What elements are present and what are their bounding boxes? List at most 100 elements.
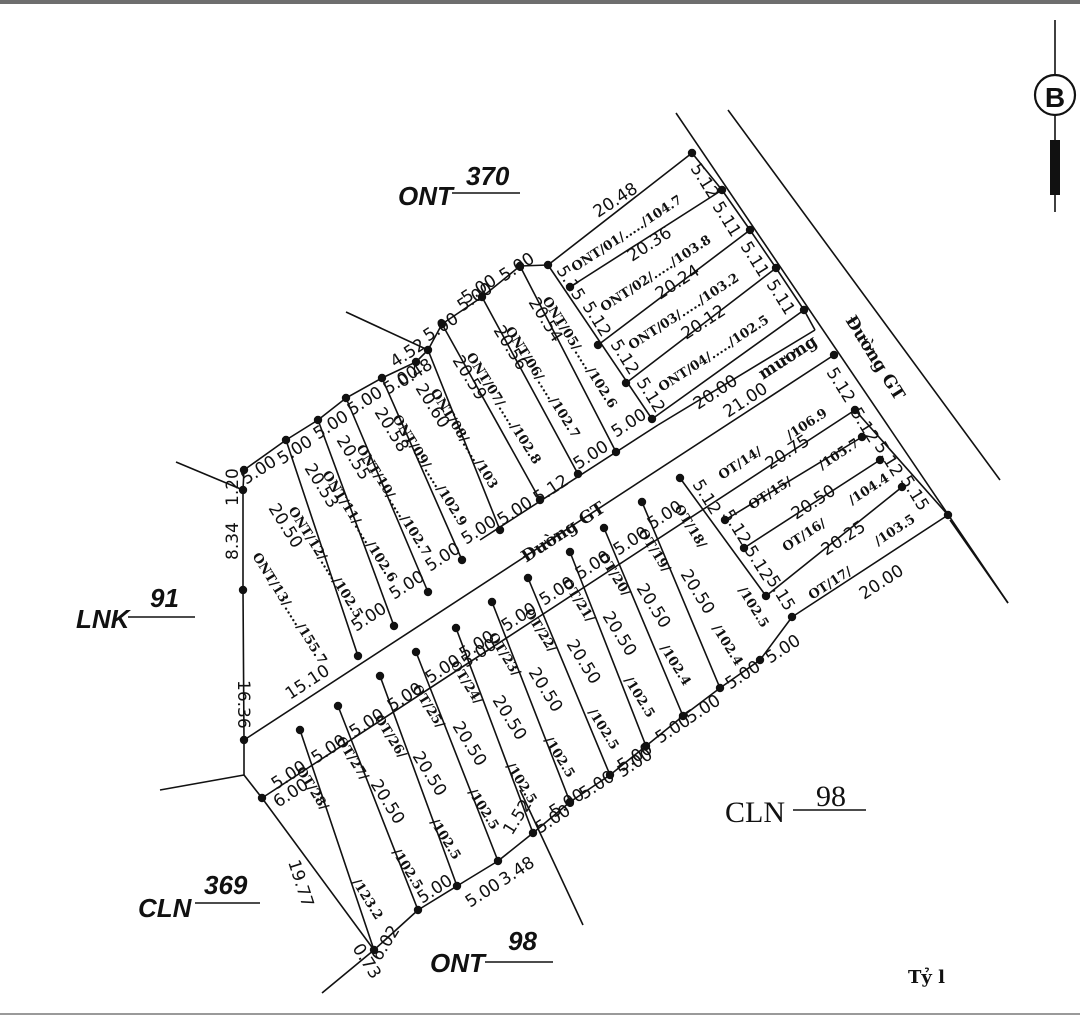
- survey-point: [678, 711, 688, 721]
- survey-point: [771, 263, 781, 273]
- survey-point: [755, 655, 765, 665]
- survey-point: [573, 469, 583, 479]
- survey-point: [411, 647, 421, 657]
- dim-south-length-8: 20.50: [524, 664, 567, 716]
- dim-north-east-1: 5.11: [708, 198, 745, 241]
- dim-south-length-12: 20.50: [366, 776, 409, 828]
- south-west-lot-dividers: [299, 501, 721, 951]
- survey-point: [897, 482, 907, 492]
- lot-labels: ONT/01/...../104.7ONT/02/...../103.8ONT/…: [249, 193, 919, 923]
- dim-south-west-1: 5.12: [718, 506, 755, 549]
- dim-north-back-9: 5.00: [496, 249, 539, 286]
- survey-point: [611, 447, 621, 457]
- dim-south-length-6: 20.50: [598, 608, 641, 660]
- survey-point: [239, 465, 249, 475]
- neighbor-ont370-number: 370: [466, 161, 510, 191]
- survey-point: [857, 432, 867, 442]
- survey-point: [641, 741, 651, 751]
- survey-point: [451, 623, 461, 633]
- north-block: [242, 152, 835, 741]
- neighbor-lnk91-number: 91: [150, 583, 179, 613]
- neighbor-cln98-name: CLN: [725, 796, 785, 829]
- survey-point: [239, 735, 249, 745]
- survey-point: [717, 185, 727, 195]
- dim-south-length-3: 20.00: [856, 561, 908, 604]
- dim-south-length-7: 20.50: [562, 636, 605, 688]
- survey-point: [565, 282, 575, 292]
- survey-point: [739, 543, 749, 553]
- survey-point: [457, 555, 467, 565]
- lot-area-ot-18: /102.5: [735, 584, 772, 631]
- lot-label-ont-13: ONT/13/...../155.7: [249, 550, 330, 667]
- survey-point: [637, 497, 647, 507]
- survey-points: [238, 148, 953, 955]
- south-east-lot-dividers: [679, 436, 903, 597]
- survey-point: [761, 591, 771, 601]
- survey-point: [829, 350, 839, 360]
- neighbor-underlines: [128, 192, 866, 963]
- survey-point: [720, 515, 730, 525]
- north-west-lot-dividers: [175, 265, 617, 657]
- inner-road-south-edge: [261, 409, 856, 799]
- dim-south-back-8: 5.00: [762, 631, 805, 668]
- neighbor-lnk91-name: LNK: [76, 604, 132, 634]
- survey-point: [515, 261, 525, 271]
- dim-north-1636: 16.36: [233, 680, 253, 729]
- dim-north-834: 8.34: [223, 522, 243, 560]
- survey-point: [675, 473, 685, 483]
- survey-point: [377, 373, 387, 383]
- survey-point: [281, 435, 291, 445]
- survey-point: [341, 393, 351, 403]
- lot-area-ot-22: /102.5: [585, 706, 622, 753]
- dim-north-back-0: 5.00: [238, 452, 281, 489]
- survey-point: [487, 597, 497, 607]
- survey-point: [423, 587, 433, 597]
- south-block: [159, 409, 949, 994]
- survey-point: [850, 405, 860, 415]
- survey-point: [875, 455, 885, 465]
- neighbor-cln369-number: 369: [204, 870, 248, 900]
- survey-point: [495, 525, 505, 535]
- dim-south-length-5: 20.50: [632, 580, 675, 632]
- neighbor-ont98-name: ONT: [430, 948, 487, 978]
- survey-point: [477, 292, 487, 302]
- neighbor-cln369-name: CLN: [138, 893, 193, 923]
- survey-point: [745, 225, 755, 235]
- dim-north-front-4: 5.00: [494, 493, 537, 530]
- survey-point: [295, 725, 305, 735]
- neighbor-cln369: CLN 369: [138, 870, 248, 923]
- survey-point: [353, 651, 363, 661]
- lot-area-ot-17: /103.5: [872, 512, 918, 549]
- compass-icon: B: [1033, 20, 1077, 212]
- survey-point: [389, 621, 399, 631]
- survey-point: [423, 345, 433, 355]
- neighbor-ont98-number: 98: [508, 926, 537, 956]
- survey-point: [313, 415, 323, 425]
- survey-point: [799, 305, 809, 315]
- survey-point: [528, 828, 538, 838]
- survey-point: [565, 547, 575, 557]
- dim-north-120: 1.20: [223, 468, 243, 506]
- survey-point: [605, 770, 615, 780]
- survey-point: [593, 340, 603, 350]
- survey-point: [413, 905, 423, 915]
- dim-south-length-1: 20.50: [788, 481, 840, 524]
- survey-point: [565, 797, 575, 807]
- survey-point: [523, 573, 533, 583]
- dim-north-east-0: 5.12: [686, 160, 723, 203]
- neighbor-cln98: CLN 98: [725, 780, 846, 829]
- neighbor-ont370: ONT 370: [398, 161, 510, 211]
- lot-label-ot-14: OT/14/: [716, 444, 765, 483]
- dim-north-east-3: 5.11: [762, 276, 799, 319]
- lot-area-ot-15: /105.7: [816, 436, 862, 473]
- survey-point: [943, 510, 953, 520]
- survey-point: [437, 319, 447, 329]
- compass-label: B: [1045, 82, 1065, 113]
- neighbor-cln98-number: 98: [816, 780, 846, 813]
- dim-south-back-6: 5.00: [682, 691, 725, 728]
- main-road-edges: [675, 109, 1009, 604]
- lot-area-ot-26: /102.5: [427, 816, 464, 863]
- dim-south-east-0: 5.12: [822, 364, 859, 407]
- survey-point: [238, 585, 248, 595]
